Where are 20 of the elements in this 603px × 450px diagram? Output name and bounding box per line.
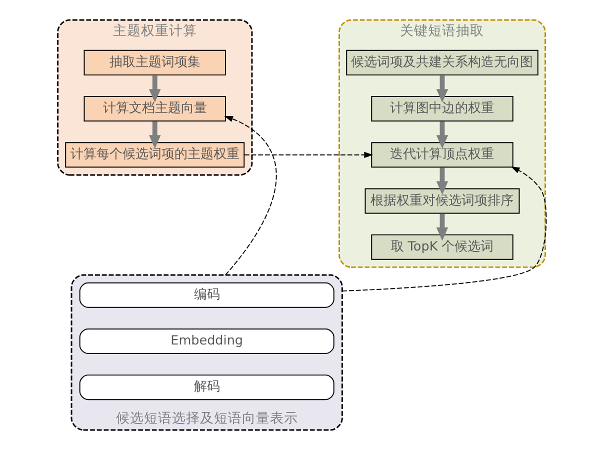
node-box: 计算图中边的权重: [371, 96, 514, 122]
arrow: [148, 75, 161, 103]
arrow: [436, 121, 448, 149]
arrow: [342, 166, 547, 292]
node-box: 迭代计算顶点权重: [371, 142, 514, 168]
node-box: 候选词项及共建关系构造无向图: [346, 50, 538, 76]
arrow: [224, 116, 277, 276]
node-box: 取 TopK 个候选词: [371, 234, 514, 260]
arrow: [148, 121, 161, 149]
node-box: 计算每个候选词项的主题权重: [65, 142, 245, 168]
node-box: 解码: [79, 374, 334, 400]
node-box: 编码: [79, 282, 334, 308]
node-box: 抽取主题词项集: [84, 50, 226, 76]
arrow: [244, 152, 374, 158]
node-box: Embedding: [79, 328, 334, 354]
arrow: [436, 75, 448, 103]
arrow: [436, 167, 448, 195]
arrow: [436, 214, 448, 241]
node-box: 计算文档主题向量: [84, 96, 226, 122]
node-box: 根据权重对候选词项排序: [364, 188, 520, 214]
